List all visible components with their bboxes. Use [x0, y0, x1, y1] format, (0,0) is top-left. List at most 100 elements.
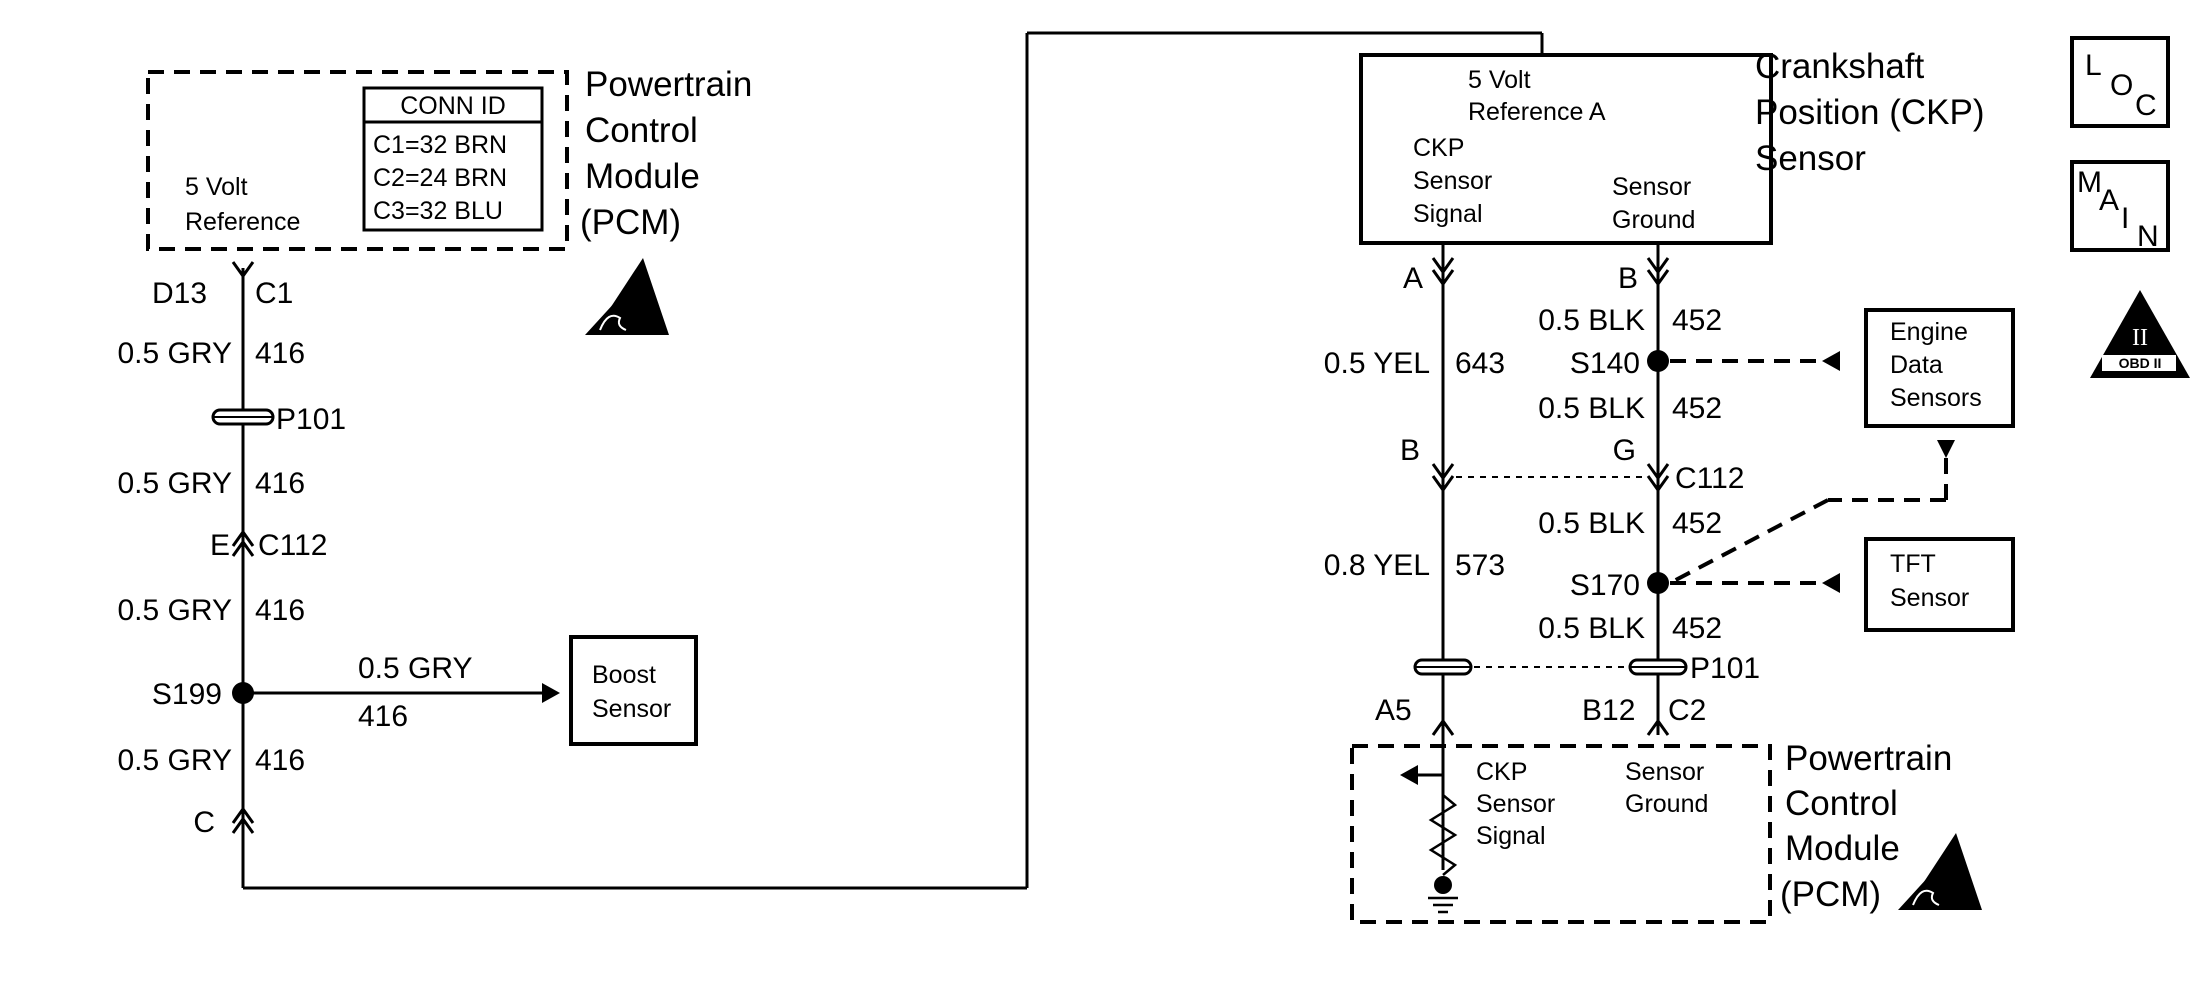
pcm-title-left-3: Module [585, 157, 700, 196]
svg-text:O: O [2110, 69, 2133, 102]
conn-id-row-2: C2=24 BRN [373, 164, 507, 192]
pcm-signal-3: Signal [1476, 822, 1546, 850]
wire-b3-circuit: 452 [1672, 507, 1722, 540]
pin-d13: D13 [152, 277, 207, 310]
splice-s140-label: S140 [1570, 347, 1640, 380]
ground-node [1434, 876, 1452, 894]
connector-c112-left-label: C112 [258, 529, 328, 562]
pin-c1: C1 [255, 277, 293, 310]
pcm-title-right-3: Module [1785, 829, 1900, 868]
wire-b1-color: 0.5 BLK [1538, 304, 1645, 337]
connector-c112-g-symbol [1646, 463, 1670, 493]
ref-label-left-2: Reference [185, 208, 300, 236]
connector-pin-b-symbol [1646, 257, 1670, 287]
c112-pin-b: B [1400, 434, 1420, 467]
connector-a5-symbol [1431, 718, 1455, 736]
ckp-signal-3: Signal [1413, 200, 1483, 228]
pin-a-label: A [1403, 262, 1423, 295]
tft-label-1: TFT [1890, 550, 1936, 578]
connector-pin-a-symbol [1431, 257, 1455, 287]
connector-p101-label: P101 [276, 403, 346, 436]
wire-b2-color: 0.5 BLK [1538, 392, 1645, 425]
ckp-title-1: Crankshaft [1755, 47, 1925, 86]
conn-id-row-1: C1=32 BRN [373, 131, 507, 159]
svg-text:M: M [2077, 166, 2102, 199]
pin-b12: B12 [1582, 694, 1635, 727]
connector-c-symbol [231, 806, 255, 834]
boost-sensor-label-1: Boost [592, 661, 656, 689]
splice-s170-label: S170 [1570, 569, 1640, 602]
ckp-ref-2: Reference A [1468, 98, 1606, 126]
pcm-title-left-1: Powertrain [585, 65, 752, 104]
pcm-ground-2: Ground [1625, 790, 1708, 818]
wire-color-4: 0.5 GRY [117, 744, 232, 777]
pin-c2: C2 [1668, 694, 1706, 727]
pin-a5: A5 [1375, 694, 1412, 727]
wire-color-1: 0.5 GRY [117, 337, 232, 370]
arrow-to-boost [542, 683, 560, 703]
main-icon: M A I N [2070, 160, 2170, 253]
wire-a2-color: 0.8 YEL [1324, 549, 1430, 582]
ref-label-left-1: 5 Volt [185, 173, 248, 201]
connector-p101-right-a [1413, 658, 1473, 676]
ckp-signal-2: Sensor [1413, 167, 1492, 195]
esd-warning-icon-right [1898, 833, 1982, 910]
connector-p101-left [211, 408, 275, 426]
arrow-from-engine-data [1822, 351, 1840, 371]
pcm-ground-1: Sensor [1625, 758, 1704, 786]
pcm-title-right-2: Control [1785, 784, 1898, 823]
svg-text:II: II [2132, 325, 2148, 351]
ckp-ground-1: Sensor [1612, 173, 1691, 201]
connector-p101-right-label: P101 [1690, 652, 1760, 685]
resistor-symbol [1428, 794, 1458, 876]
ckp-title-2: Position (CKP) [1755, 93, 1985, 132]
engine-data-label-3: Sensors [1890, 384, 1982, 412]
wire-b3-color: 0.5 BLK [1538, 507, 1645, 540]
connector-b12-symbol [1646, 718, 1670, 736]
svg-text:C: C [2135, 89, 2157, 122]
obd-ii-icon: II OBD II [2090, 290, 2190, 378]
dashed-engine-data-diag [1669, 498, 1829, 585]
pin-c: C [193, 806, 215, 839]
loc-icon: L O C [2070, 36, 2170, 128]
c112-pin-g: G [1613, 434, 1636, 467]
tft-sensor-box [1864, 537, 2015, 632]
engine-data-label-1: Engine [1890, 318, 1968, 346]
pcm-signal-1: CKP [1476, 758, 1527, 786]
wire-b4-color: 0.5 BLK [1538, 612, 1645, 645]
wire-a2-circuit: 573 [1455, 549, 1505, 582]
pin-e: E [210, 529, 230, 562]
ground-symbol [1428, 896, 1458, 914]
pullup-arrow-head [1400, 765, 1418, 785]
wire-circuit-4: 416 [255, 744, 305, 777]
wire-a1-circuit: 643 [1455, 347, 1505, 380]
wire-color-3: 0.5 GRY [117, 594, 232, 627]
splice-s170 [1647, 572, 1669, 594]
pcm-title-left-4: (PCM) [580, 203, 681, 242]
ckp-ref-1: 5 Volt [1468, 66, 1531, 94]
pcm-title-left-2: Control [585, 111, 698, 150]
svg-text:L: L [2085, 49, 2102, 82]
ckp-title-3: Sensor [1755, 139, 1866, 178]
ckp-signal-1: CKP [1413, 134, 1464, 162]
svg-text:A: A [2099, 184, 2119, 217]
wire-circuit-1: 416 [255, 337, 305, 370]
branch-wire-color: 0.5 GRY [358, 652, 473, 685]
connector-p101-right-b [1628, 658, 1688, 676]
connector-c112-left-symbol [231, 529, 255, 557]
pcm-dashed-box-right [1350, 744, 1772, 924]
connector-c112-b-symbol [1431, 463, 1455, 493]
conn-id-header: CONN ID [400, 92, 506, 120]
conn-id-row-3: C3=32 BLU [373, 197, 503, 225]
pcm-title-right-4: (PCM) [1780, 875, 1881, 914]
ckp-sensor-box [1359, 53, 1773, 245]
wire-b4-circuit: 452 [1672, 612, 1722, 645]
svg-text:OBD II: OBD II [2119, 355, 2162, 371]
wire-a1-color: 0.5 YEL [1324, 347, 1430, 380]
wire-circuit-3: 416 [255, 594, 305, 627]
ckp-ground-2: Ground [1612, 206, 1695, 234]
pcm-signal-2: Sensor [1476, 790, 1555, 818]
wire-b2-circuit: 452 [1672, 392, 1722, 425]
engine-data-label-2: Data [1890, 351, 1943, 379]
